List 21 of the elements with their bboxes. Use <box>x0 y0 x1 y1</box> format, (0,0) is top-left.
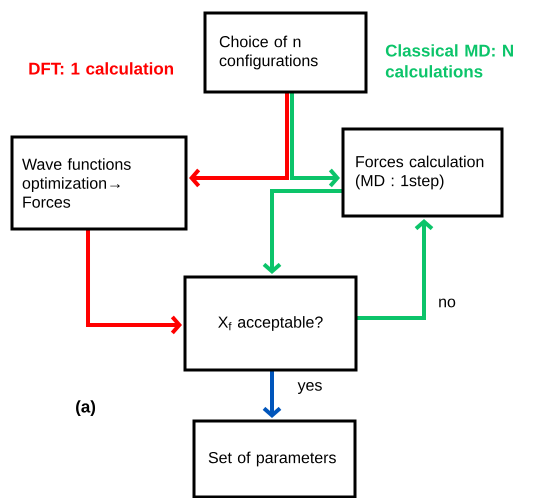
arrow <box>86 230 182 334</box>
arrow <box>189 94 289 188</box>
edge-label: yes <box>298 382 322 394</box>
label: (a) <box>76 400 96 416</box>
arrow <box>358 219 434 320</box>
edge-label: no <box>439 298 456 308</box>
process-box <box>192 420 356 498</box>
arrow <box>262 372 282 418</box>
process-box <box>204 12 368 94</box>
arrow <box>290 94 340 188</box>
node-label: X$_{f}$ acceptable? <box>218 316 323 331</box>
process-box <box>342 128 504 218</box>
arrow <box>262 189 342 274</box>
node-label: Set of parameters <box>208 452 336 466</box>
process-box <box>184 276 358 372</box>
label: DFT: 1 calculation <box>29 62 173 75</box>
process-box <box>10 136 188 230</box>
node-label: Wave functions optimization→ Forces <box>22 158 131 208</box>
node-label: Choice of n configurations <box>220 36 318 70</box>
label: Classical MD: N calculations <box>386 44 513 78</box>
node-label: Forces calculation (MD : 1step) <box>356 156 484 190</box>
